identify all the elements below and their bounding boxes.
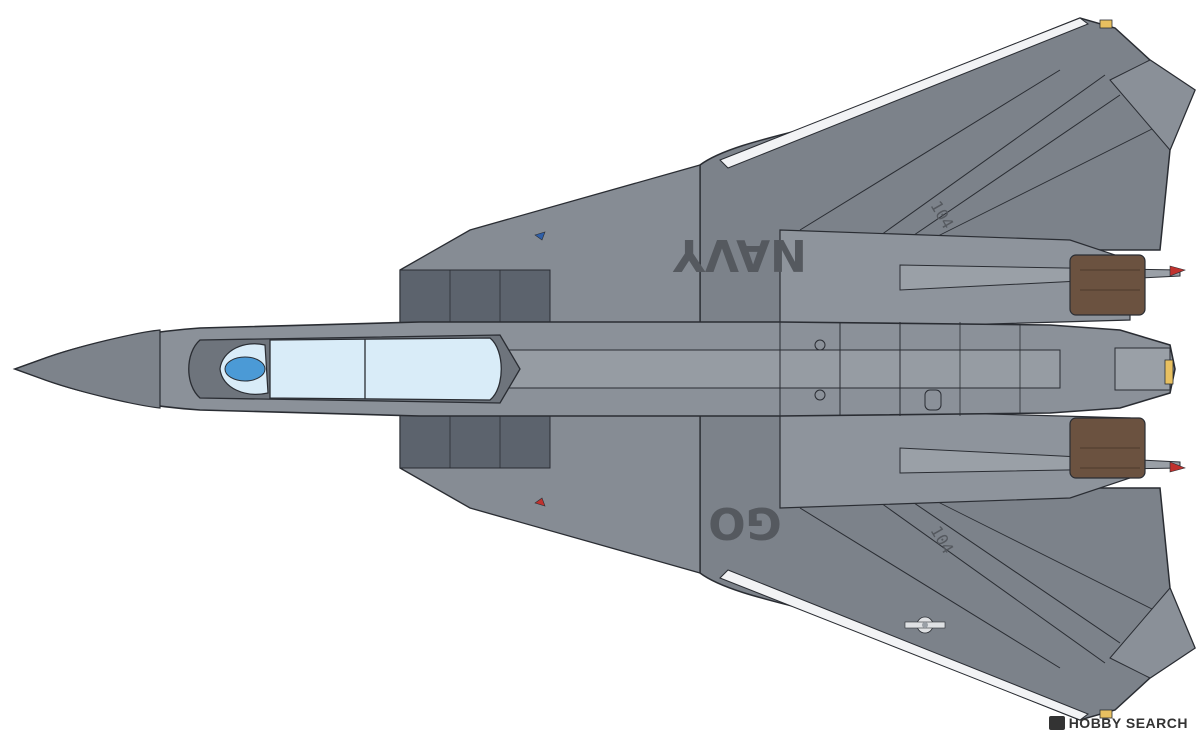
canopy — [188, 334, 521, 404]
navy-marking: NAVY — [672, 229, 807, 280]
watermark-text: HOBBY SEARCH — [1068, 715, 1188, 731]
hobby-search-logo-icon — [1048, 716, 1065, 730]
glove-panels — [399, 164, 701, 574]
go-marking: GO — [708, 497, 782, 548]
exhaust-nozzles — [1069, 254, 1146, 479]
star-insignia — [904, 616, 946, 634]
engine-nacelles — [779, 229, 1186, 509]
hobby-search-watermark: HOBBY SEARCH — [1048, 714, 1188, 732]
